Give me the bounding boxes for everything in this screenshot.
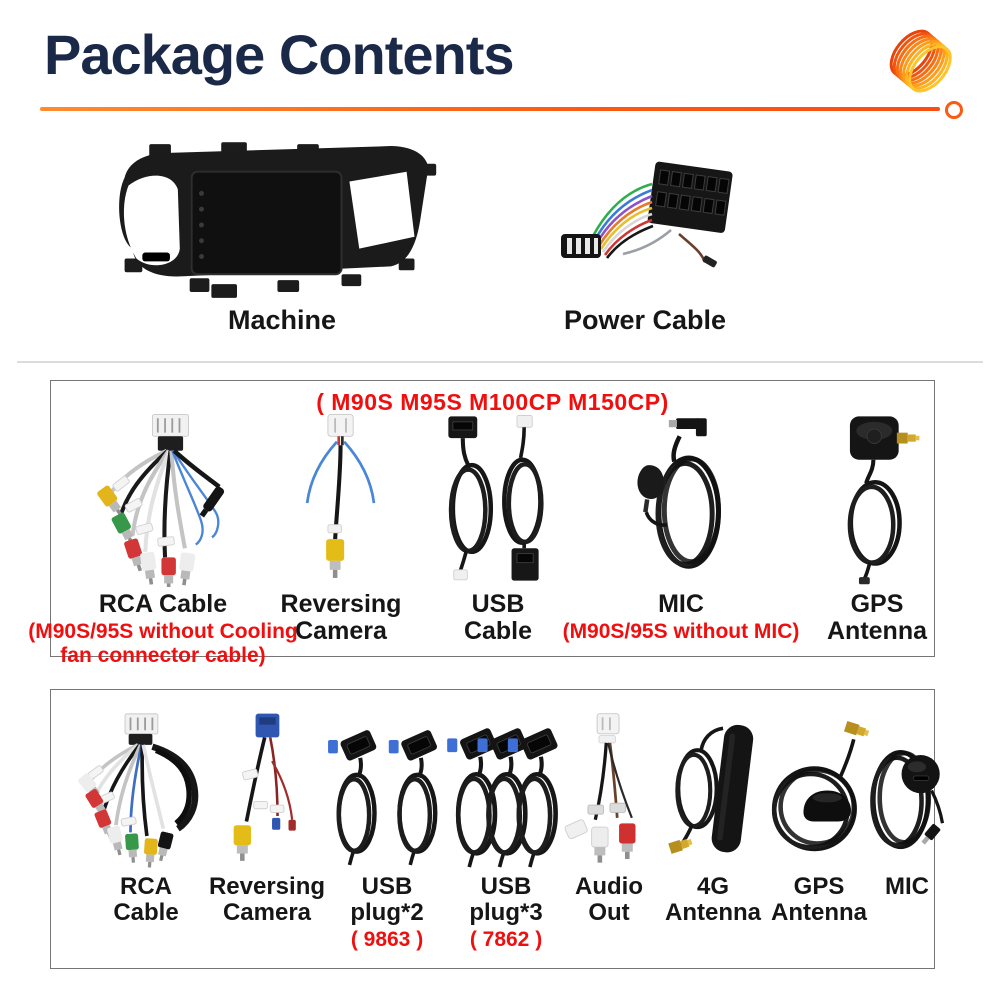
item-label: MIC [885,873,929,900]
item-reversing-camera: Reversing Camera [280,411,402,645]
reversing-camera-image [209,704,325,870]
brand-coil-logo-icon [888,18,958,110]
item-4g-antenna: 4G Antenna [661,704,766,926]
model-compatibility-note: ( M90S M95S M100CP M150CP) [316,389,669,415]
item-mic: MIC [857,704,957,900]
package-box-2: RCA Cable Reversing Camera USB plug*2 ( … [50,689,935,969]
item-label: Audio Out [575,873,643,926]
power-cable-image [553,150,743,300]
item-rca-cable: RCA Cable [69,704,224,926]
item-label: RCA Cable [113,873,179,926]
underline-end-dot [945,101,963,119]
item-label: MIC [658,590,704,618]
item-label: GPS Antenna [771,873,867,926]
item-label: GPS Antenna [827,590,927,645]
reversing-camera-image [281,411,402,587]
item-note: (M90S/95S without MIC) [562,620,800,643]
item-reversing-camera: Reversing Camera [209,704,325,926]
item-note: ( 7862 ) [469,927,543,951]
gps-antenna-image [817,411,937,587]
section-divider [17,361,983,363]
mic-image [857,704,957,870]
item-gps-antenna: GPS Antenna [759,704,879,926]
mic-image [563,411,800,587]
item-usb-cable: USB Cable [433,411,563,645]
usb-plug-x2-image [325,704,450,870]
item-label: USB plug*2 [350,873,424,926]
item-note: ( 9863 ) [350,927,424,951]
item-mic: MIC (M90S/95S without MIC) [562,411,800,644]
item-label: Reversing Camera [208,873,326,926]
audio-out-image [557,704,662,870]
title-underline [40,107,940,111]
item-usb-plug-x2: USB plug*2 ( 9863 ) [325,704,450,952]
rca-cable-image [69,704,224,870]
item-label: USB plug*3 [469,873,543,926]
item-audio-out: Audio Out [557,704,662,926]
item-label: Reversing Camera [280,590,402,645]
page-title: Package Contents [44,23,514,86]
item-gps-antenna: GPS Antenna [817,411,937,645]
machine-image [95,142,450,300]
item-label: USB Cable [463,590,533,645]
item-usb-plug-x3: USB plug*3 ( 7862 ) [444,704,569,952]
4g-antenna-image [661,704,766,870]
usb-plug-x3-image [444,704,569,870]
usb-cable-image [433,411,563,587]
rca-cable-image [28,411,298,587]
item-rca-cable: RCA Cable (M90S/95S without Cooling fan … [28,411,298,668]
item-label: RCA Cable [98,590,228,618]
machine-label: Machine [227,305,337,335]
package-box-models: ( M90S M95S M100CP M150CP) RCA Cable (M9… [28,380,937,667]
item-label: 4G Antenna [665,873,761,926]
item-note: (M90S/95S without Cooling fan connector … [28,620,298,668]
power-cable-label: Power Cable [563,305,727,335]
